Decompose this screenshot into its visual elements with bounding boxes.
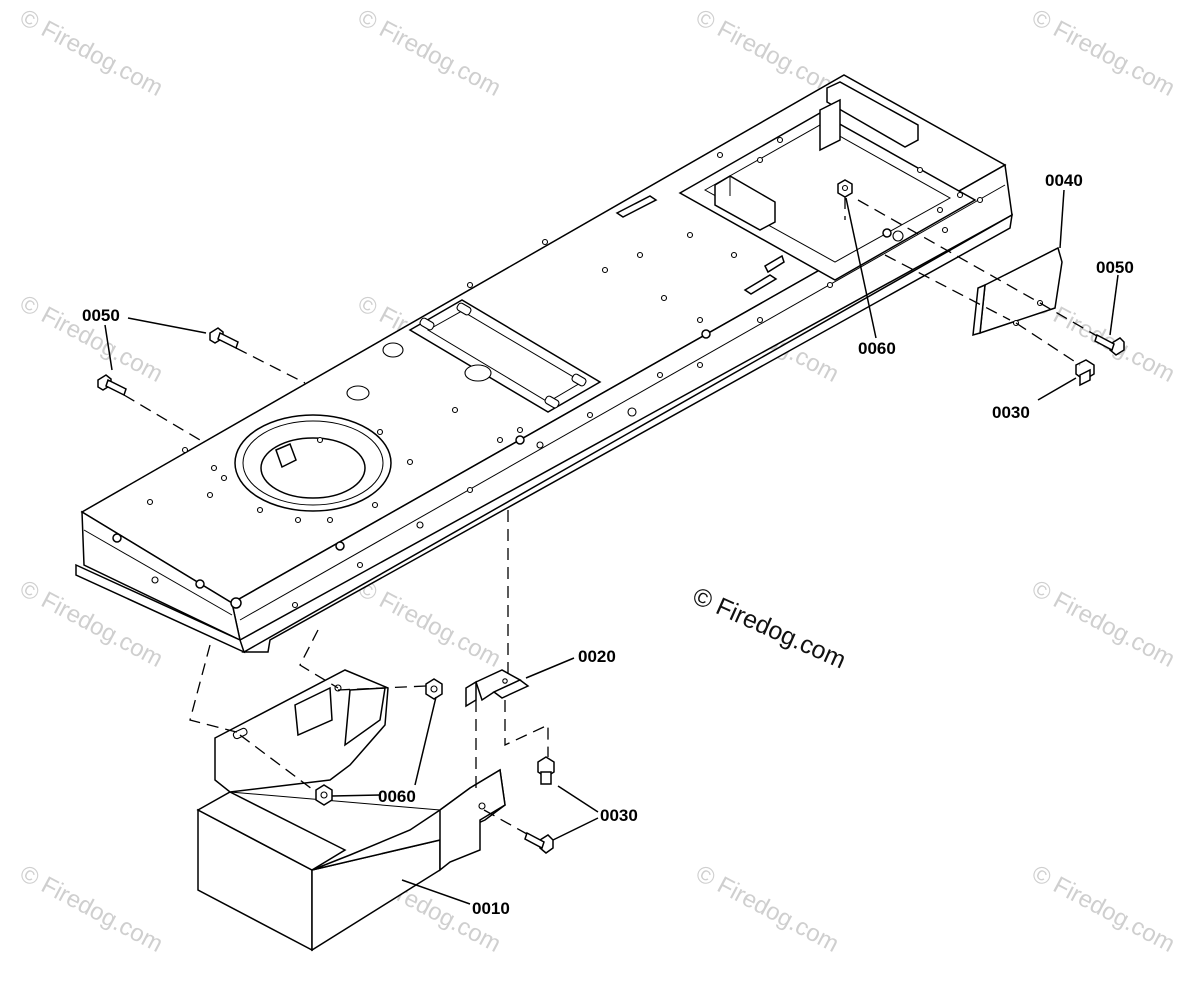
part-0010-guard[interactable] [196,669,506,952]
part-0050-bolt-right[interactable] [1094,333,1125,356]
callout-0050-right: 0050 [1096,258,1134,277]
callout-0030-lower: 0030 [600,806,638,825]
leader-lines [104,189,1119,905]
callout-0040: 0040 [1045,171,1083,190]
part-0060-nut-guard-upper[interactable] [425,678,443,700]
part-0060-nut-rear[interactable] [837,179,853,198]
part-0060-nut-guard-lower[interactable] [315,784,333,806]
part-0030-bolt-right[interactable] [1075,359,1095,387]
callout-0060-guard: 0060 [378,787,416,806]
part-0030-bolt-lower[interactable] [524,831,554,854]
callout-0010: 0010 [472,899,510,918]
part-0030-bolt-center[interactable] [537,756,555,785]
assembly-lines [123,197,1098,835]
part-0040-shield[interactable] [972,246,1063,337]
part-0050-bolt-upper-left[interactable] [209,327,239,350]
callout-0020: 0020 [578,647,616,666]
frame-assembly [75,74,1013,654]
part-0020-bracket[interactable] [465,669,530,708]
callout-0030-right: 0030 [992,403,1030,422]
part-0050-bolt-lower-left[interactable] [97,374,127,397]
callout-0060-rear: 0060 [858,339,896,358]
callout-0050-left: 0050 [82,306,120,325]
